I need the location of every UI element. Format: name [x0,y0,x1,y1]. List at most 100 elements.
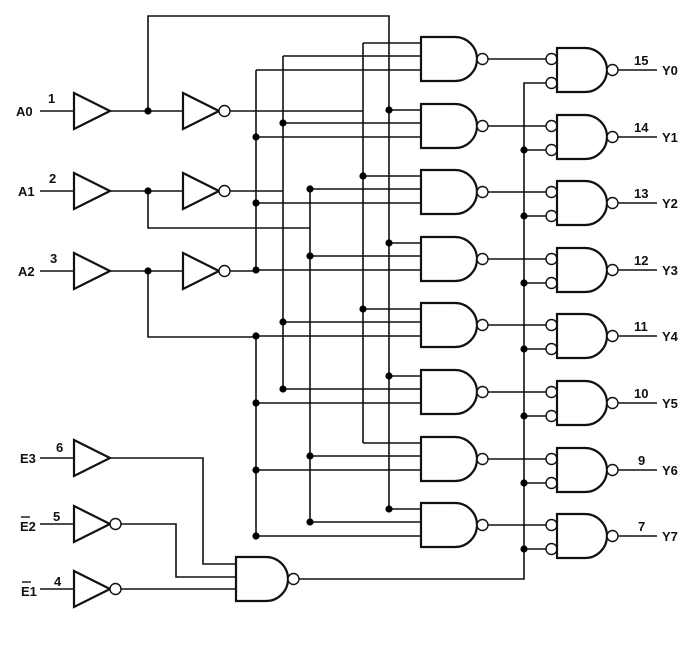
junction-dot [520,479,528,487]
output-gate-input-bubble [545,342,558,356]
junction-dot [520,212,528,220]
junction-dot [520,279,528,287]
output-nand-gate-y3 [555,246,609,294]
buffer-gate-a1 [72,171,113,211]
pin-number-y1: 14 [634,120,649,135]
output-nand-gate-y5 [555,379,609,427]
buffer-gate-a0 [72,91,113,131]
pin-number-y7: 7 [638,519,645,534]
output-nand-gate-y0-output-bubble [606,63,619,77]
enable-nand-gate-output-bubble [287,572,300,586]
decode-nand-gate-4-output-bubble [476,318,489,332]
output-gate-input-bubble [545,409,558,423]
output-nand-gate-y2 [555,179,609,227]
enable-gate-e3 [72,438,113,478]
labels: A0 1 A1 2 A2 3 E3 6 E2 5 E1 4 [16,91,63,599]
pin-number-y2: 13 [634,186,648,201]
output-gate-input-bubble [545,76,558,90]
junction-dot [252,532,260,540]
junction-dot [279,385,287,393]
pin-number-e1: 4 [54,574,62,589]
decode-nand-gate-1-output-bubble [476,119,489,133]
decode-nand-gate-1 [419,102,479,150]
output-label-y0: Y0 [662,63,678,78]
junction-dot [385,239,393,247]
output-gate-input-bubble [545,476,558,490]
junction-dot [359,305,367,313]
output-gate-input-bubble [545,119,558,133]
input-label-a0: A0 [16,104,33,119]
output-gate-input-bubble [545,452,558,466]
output-nand-gate-y6 [555,446,609,494]
junction-dot [144,107,152,115]
output-nand-gate-y2-output-bubble [606,196,619,210]
decode-nand-gate-2-output-bubble [476,185,489,199]
output-gate-input-bubble [545,276,558,290]
output-label-y5: Y5 [662,396,678,411]
decode-nand-gate-3-output-bubble [476,252,489,266]
junction-dot [252,332,260,340]
junction-dot [252,199,260,207]
junction-dot [520,146,528,154]
junction-dot [144,267,152,275]
output-nand-gate-y1-output-bubble [606,130,619,144]
decode-nand-gate-0-output-bubble [476,52,489,66]
junction-dot [520,545,528,553]
enable-label-e2: E2 [20,519,36,534]
pin-number-y3: 12 [634,253,648,268]
gates [72,35,619,609]
junction-dot [279,119,287,127]
output-nand-gate-y6-output-bubble [606,463,619,477]
input-label-a2: A2 [18,264,35,279]
inverter-gate-a0 [181,91,222,131]
junction-dot [279,318,287,326]
pin-number-y0: 15 [634,53,648,68]
junction-dot [385,505,393,513]
output-label-y1: Y1 [662,130,678,145]
decode-nand-gate-7 [419,501,479,549]
output-gate-input-bubble [545,542,558,556]
junction-dot [359,172,367,180]
decode-nand-gate-5-output-bubble [476,385,489,399]
output-nand-gate-y3-output-bubble [606,263,619,277]
enable-nand-gate [234,555,290,603]
junction-dot [252,399,260,407]
enable-wire-e2 [121,523,236,578]
pin-number-e2: 5 [53,509,60,524]
output-label-y6: Y6 [662,463,678,478]
enable-gate-e2-bubble [109,517,122,531]
enable-bus [299,82,546,580]
inverter-gate-a2-bubble [218,264,231,278]
pin-number-y6: 9 [638,453,645,468]
pin-number-a2: 3 [50,251,57,266]
decode-nand-gate-5 [419,368,479,416]
output-label-y4: Y4 [662,329,679,344]
output-gate-input-bubble [545,518,558,532]
pin-number-y5: 10 [634,386,648,401]
decode-nand-gate-0 [419,35,479,83]
bus-a1-feed [147,191,310,229]
output-nand-gate-y7-output-bubble [606,529,619,543]
junction-dot [252,466,260,474]
enable-gate-e1-bubble [109,582,122,596]
pin-number-e3: 6 [56,440,63,455]
junction-dot [520,412,528,420]
inverter-gate-a1-bubble [218,184,231,198]
junction-dot [306,518,314,526]
output-gate-input-bubble [545,385,558,399]
wires [40,15,657,590]
bus-a2-feed [147,271,256,338]
junction-dot [144,187,152,195]
output-label-y2: Y2 [662,196,678,211]
junction-dot [520,345,528,353]
pin-number-a1: 2 [49,171,56,186]
decode-nand-gate-4 [419,301,479,349]
output-label-y7: Y7 [662,529,678,544]
output-nand-gate-y0 [555,46,609,94]
output-nand-gate-y7 [555,512,609,560]
enable-wire-e3 [110,457,236,565]
decode-nand-gate-2 [419,168,479,216]
junction-dot [306,252,314,260]
